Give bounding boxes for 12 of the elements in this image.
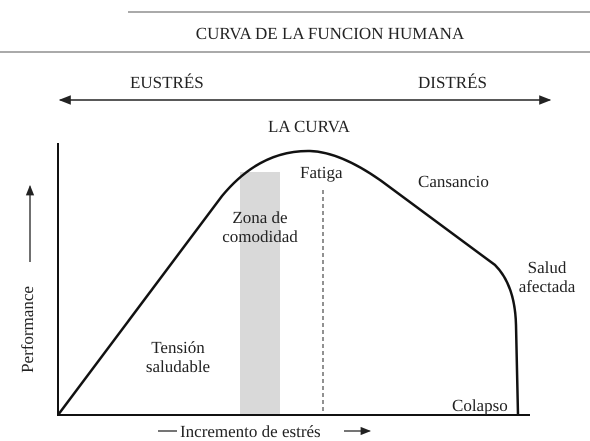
axis-label: Incremento de estrés xyxy=(180,422,321,441)
curve-label: Salud afectada xyxy=(518,258,576,296)
axis-label: Performance xyxy=(18,286,37,373)
zone-heading: DISTRÉS xyxy=(418,73,487,92)
curve-label: Cansancio xyxy=(418,172,489,191)
zone-label: Tensión saludable xyxy=(144,338,212,376)
curve-label: Fatiga xyxy=(300,163,342,182)
zone-heading: EUSTRÉS xyxy=(130,73,204,92)
curve-heading: LA CURVA xyxy=(268,117,350,136)
zone-label: Zona de comodidad xyxy=(221,208,299,246)
curve-label: Colapso xyxy=(452,396,508,415)
chart-title: CURVA DE LA FUNCION HUMANA xyxy=(194,24,466,43)
